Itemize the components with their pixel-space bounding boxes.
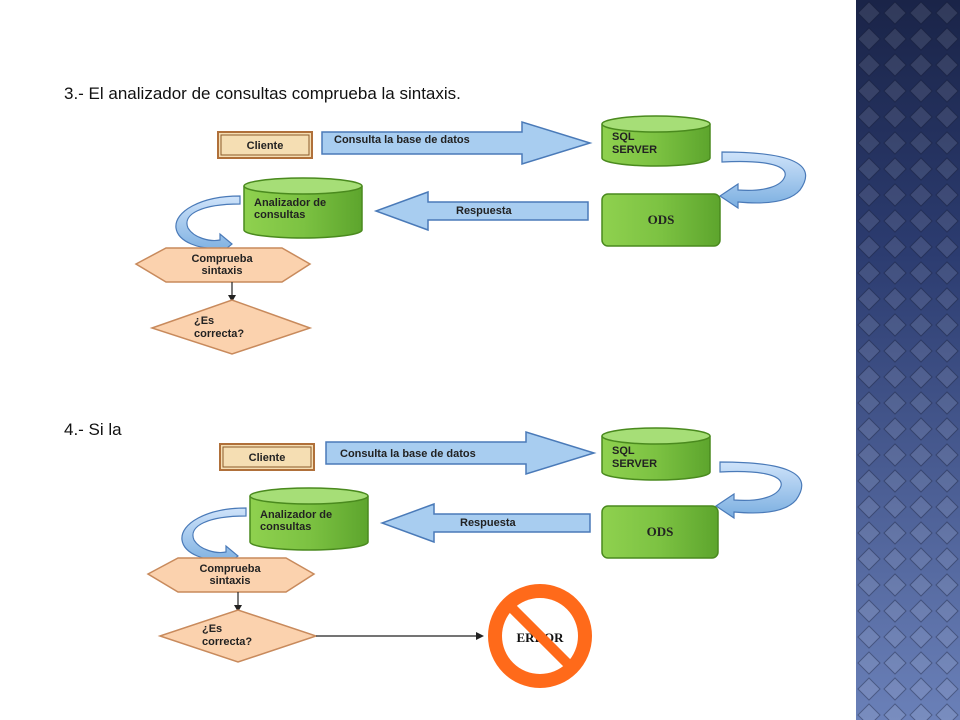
query-arrow: Consulta la base de datos <box>321 120 593 166</box>
step-4-caption: 4.- Si la <box>64 420 122 439</box>
response-arrow: Respuesta <box>373 190 589 232</box>
ods-box: ODS <box>601 193 721 247</box>
client-label: Cliente <box>247 140 284 152</box>
response-arrow-label: Respuesta <box>456 205 513 217</box>
syntax-check-hexagon: Comprueba sintaxis <box>146 557 316 593</box>
down-connector <box>228 282 236 302</box>
response-arrow: Respuesta <box>379 502 591 544</box>
analyzer-line-2: consultas <box>260 521 311 533</box>
decision-line-1: ¿Es <box>194 315 214 327</box>
curved-arrow-to-ods <box>714 461 803 520</box>
step-3-caption: 3.- El analizador de consultas comprueba… <box>64 84 461 103</box>
curved-arrow-to-check <box>175 195 241 256</box>
decision-line-2: correcta? <box>202 636 252 648</box>
curved-arrow-to-ods <box>718 151 807 210</box>
sql-server-line-2: SERVER <box>612 144 657 156</box>
error-prohibition-icon: ERROR <box>488 584 592 688</box>
query-analyzer-cylinder: Analizador de consultas <box>249 487 369 551</box>
ods-label: ODS <box>647 524 674 539</box>
query-arrow-label: Consulta la base de datos <box>340 448 476 460</box>
sql-server-line-1: SQL <box>612 445 635 457</box>
analyzer-line-2: consultas <box>254 209 305 221</box>
sql-server-line-2: SERVER <box>612 458 657 470</box>
analyzer-line-1: Analizador de <box>254 197 326 209</box>
analyzer-line-1: Analizador de <box>260 509 332 521</box>
client-box: Cliente <box>217 131 313 159</box>
query-flow-diagram-2: Cliente Consulta la base de datos SQL SE… <box>146 427 803 688</box>
client-box: Cliente <box>219 443 315 471</box>
decision-diamond: ¿Es correcta? <box>157 609 319 663</box>
ods-box: ODS <box>601 505 719 559</box>
down-connector <box>234 592 242 612</box>
sql-server-line-1: SQL <box>612 131 635 143</box>
error-connector <box>316 632 484 640</box>
check-line-2: sintaxis <box>202 265 243 277</box>
decision-line-2: correcta? <box>194 328 244 340</box>
query-arrow: Consulta la base de datos <box>325 430 597 476</box>
query-analyzer-cylinder: Analizador de consultas <box>243 177 363 239</box>
check-line-1: Comprueba <box>191 253 253 265</box>
query-arrow-label: Consulta la base de datos <box>334 134 470 146</box>
sql-server-cylinder: SQL SERVER <box>601 115 711 167</box>
response-arrow-label: Respuesta <box>460 517 517 529</box>
decision-line-1: ¿Es <box>202 623 222 635</box>
decision-diamond: ¿Es correcta? <box>149 299 313 355</box>
client-label: Cliente <box>249 452 286 464</box>
sql-server-cylinder: SQL SERVER <box>601 427 711 481</box>
query-flow-diagram-1: Cliente Consulta la base de datos SQL SE… <box>134 115 807 355</box>
check-line-2: sintaxis <box>210 575 251 587</box>
ods-label: ODS <box>648 212 675 227</box>
decorative-sidebar <box>856 0 960 720</box>
syntax-check-hexagon: Comprueba sintaxis <box>134 247 312 283</box>
check-line-1: Comprueba <box>199 563 261 575</box>
